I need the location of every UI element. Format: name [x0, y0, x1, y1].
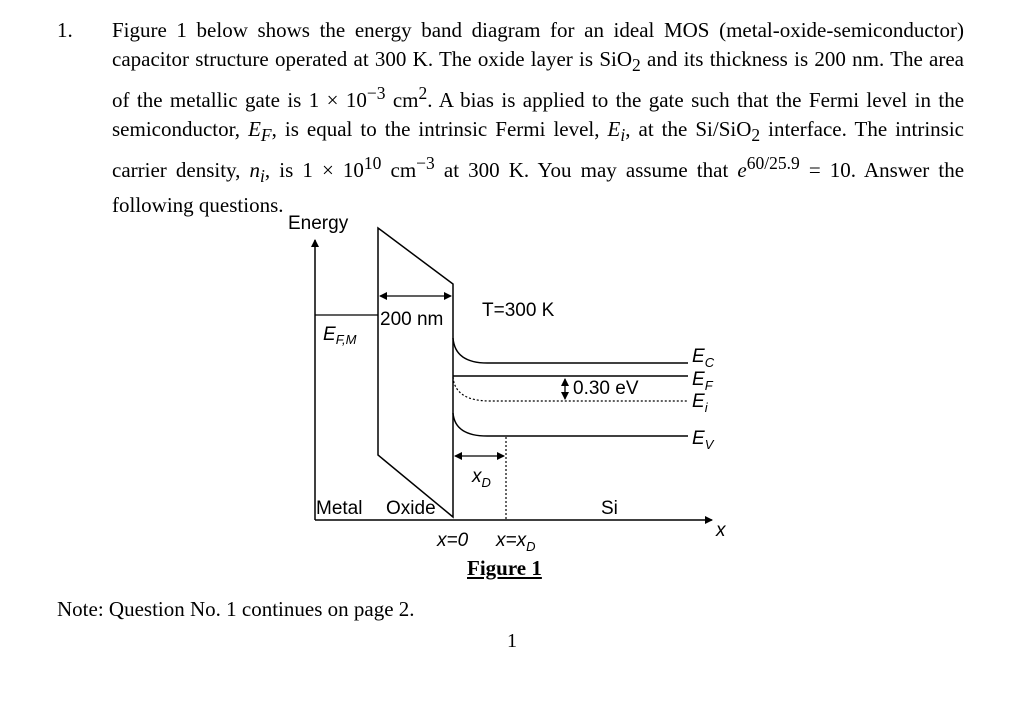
thickness-label: 200 nm — [380, 309, 443, 330]
valence-band-edge — [452, 412, 688, 437]
ec-label: EC — [692, 346, 715, 370]
energy-axis-label: Energy — [288, 213, 349, 234]
intrinsic-level — [452, 376, 688, 402]
metal-label: Metal — [316, 498, 362, 519]
figure-caption: Figure 1 — [467, 556, 542, 580]
oxide-band — [377, 226, 454, 519]
ei-label: Ei — [692, 391, 709, 415]
page-number: 1 — [507, 630, 517, 652]
x-axis-label: x — [715, 520, 727, 541]
si-label: Si — [601, 498, 618, 519]
x-depletion-label: x=xD — [495, 530, 536, 554]
depletion-width-label: xD — [471, 466, 491, 490]
ef-label: EF — [692, 369, 714, 393]
ev-label: EV — [692, 428, 715, 452]
temperature-label: T=300 K — [482, 300, 555, 321]
x-zero-label: x=0 — [436, 530, 469, 551]
continuation-note: Note: Question No. 1 continues on page 2… — [57, 597, 415, 621]
gap-label: 0.30 eV — [573, 378, 639, 399]
oxide-label: Oxide — [386, 498, 436, 519]
conduction-band-edge — [452, 337, 688, 364]
question-number: 1. — [57, 18, 73, 42]
question-text: Figure 1 below shows the energy band dia… — [112, 18, 965, 218]
metal-fermi-label: EF,M — [323, 324, 357, 347]
